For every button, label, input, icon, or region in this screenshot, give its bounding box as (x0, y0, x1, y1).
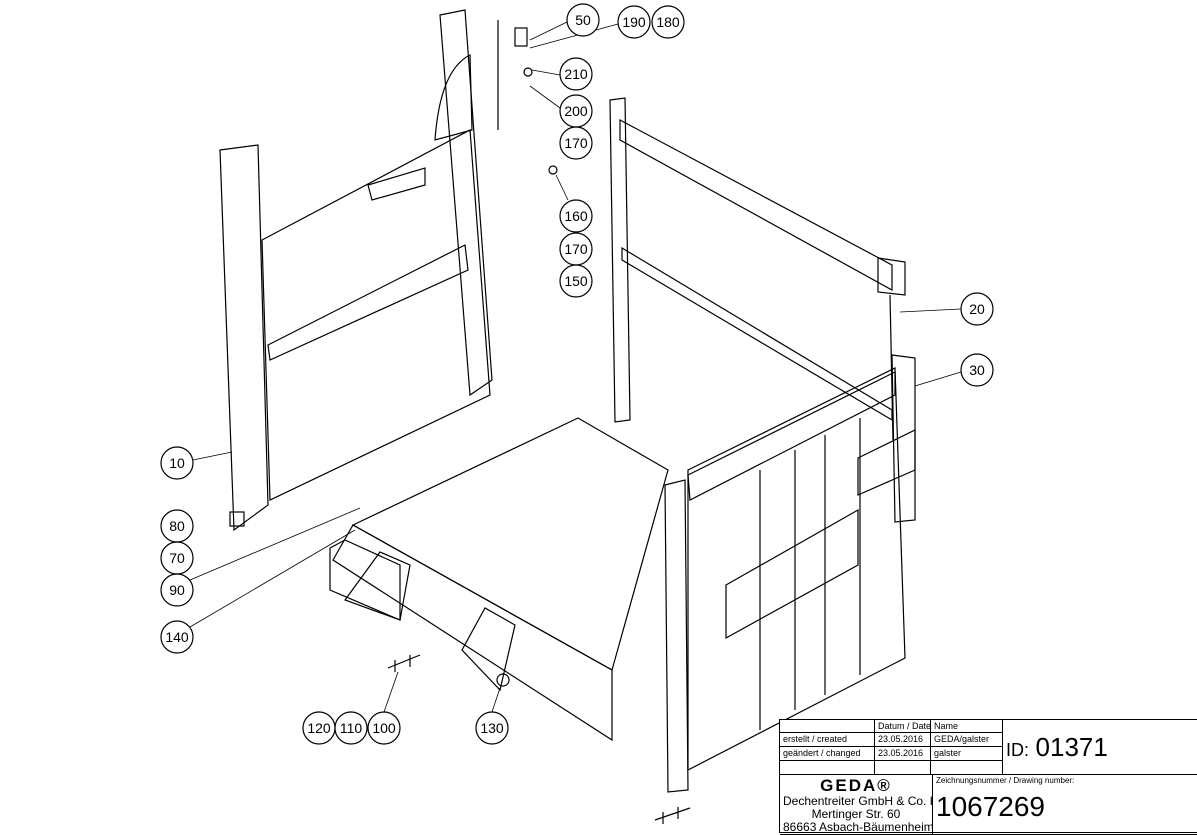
company-cell: GEDA® Dechentreiter GmbH & Co. KG Mertin… (780, 775, 933, 835)
id-value: 01371 (1035, 732, 1108, 762)
callout-number: 170 (564, 135, 588, 151)
drawing-number-label: Zeichnungsnummer / Drawing number: (936, 776, 1075, 785)
company-city: 86663 Asbach-Bäumenheim (783, 820, 933, 834)
callout-number: 170 (564, 241, 588, 257)
callout-number: 100 (372, 720, 396, 736)
callout-140: 140 (160, 620, 194, 654)
callout-number: 30 (969, 362, 985, 378)
callout-number: 50 (575, 12, 591, 28)
callout-30: 30 (960, 353, 994, 387)
callout-circle (559, 126, 593, 160)
callout-200: 200 (559, 94, 593, 128)
callout-210: 210 (559, 57, 593, 91)
callout-180: 180 (651, 5, 685, 39)
callout-circle (475, 711, 509, 745)
callout-80: 80 (160, 509, 194, 543)
platform-floor (329, 417, 669, 742)
callout-70: 70 (160, 541, 194, 575)
callout-50: 50 (566, 3, 600, 37)
callout-number: 90 (169, 582, 185, 598)
callout-circle (960, 292, 994, 326)
callout-150: 150 (559, 264, 593, 298)
date-header: Datum / Date (875, 720, 931, 733)
name-header: Name (931, 720, 1003, 733)
callout-circle (651, 5, 685, 39)
company-name: Dechentreiter GmbH & Co. KG (783, 794, 933, 808)
callout-100: 100 (367, 711, 401, 745)
company-street: Mertinger Str. 60 (811, 807, 901, 821)
callout-120: 120 (302, 711, 336, 745)
callout-130: 130 (475, 711, 509, 745)
callout-number: 80 (169, 518, 185, 534)
created-name: GEDA/galster (931, 733, 1003, 747)
callout-circle (160, 620, 194, 654)
geda-logo: GEDA® (820, 776, 892, 795)
left-gate-frame (219, 9, 499, 532)
callout-circle (617, 5, 651, 39)
callout-circle (334, 711, 368, 745)
callout-number: 10 (169, 455, 185, 471)
callout-number: 70 (169, 550, 185, 566)
callout-20: 20 (960, 292, 994, 326)
callout-number: 140 (165, 629, 189, 645)
callout-group: 50 190 180 210 200 170 160 170 150 20 30 10 80 70 90 14… (160, 3, 994, 745)
callout-160: 160 (559, 199, 593, 233)
callout-90: 90 (160, 573, 194, 607)
callout-number: 160 (564, 208, 588, 224)
callout-circle (160, 446, 194, 480)
callout-number: 210 (564, 66, 588, 82)
callout-number: 190 (622, 14, 646, 30)
callout-number: 150 (564, 273, 588, 289)
callout-number: 200 (564, 103, 588, 119)
id-label: ID: (1006, 740, 1030, 760)
callout-circle (960, 353, 994, 387)
callout-170: 170 (559, 126, 593, 160)
callout-190: 190 (617, 5, 651, 39)
callout-number: 20 (969, 301, 985, 317)
drawing-number: 1067269 (936, 791, 1046, 822)
callout-number: 180 (656, 14, 680, 30)
back-rail-frame (609, 97, 906, 441)
leader-lines (189, 21, 962, 713)
id-cell: ID: 01371 (1003, 720, 1197, 775)
callout-number: 110 (340, 720, 363, 736)
callout-number: 130 (480, 720, 504, 736)
callout-number: 120 (307, 720, 331, 736)
small-parts (387, 27, 691, 824)
title-block: Datum / Date Name erstellt / created 23.… (779, 719, 1197, 835)
changed-label: geändert / changed (780, 747, 875, 761)
callout-circle (559, 264, 593, 298)
callout-170: 170 (559, 232, 593, 266)
callout-circle (566, 3, 600, 37)
created-date: 23.05.2016 (875, 733, 931, 747)
callout-circle (367, 711, 401, 745)
callout-circle (559, 57, 593, 91)
callout-110: 110 (334, 711, 368, 745)
created-label: erstellt / created (780, 733, 875, 747)
callout-circle (559, 199, 593, 233)
changed-date: 23.05.2016 (875, 747, 931, 761)
callout-circle (160, 573, 194, 607)
drawing-number-cell: Zeichnungsnummer / Drawing number: 10672… (933, 775, 1197, 835)
front-gate-frame (664, 354, 916, 793)
callout-10: 10 (160, 446, 194, 480)
changed-name: galster (931, 747, 1003, 761)
